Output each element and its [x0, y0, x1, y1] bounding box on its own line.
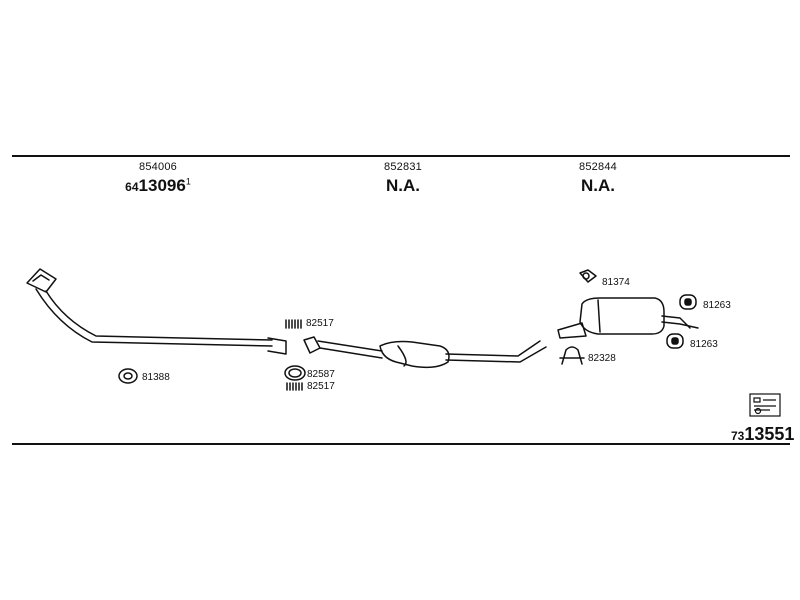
part-number: 852831: [384, 161, 422, 173]
part-header-center-muffler: 852831 N.A.: [384, 161, 422, 195]
component-sheet-icon: [749, 393, 781, 417]
front-pipe: [26, 268, 287, 355]
gasket-ring: [284, 365, 306, 381]
spring-clamp-bottom: [286, 382, 303, 391]
callout-hanger: 81374: [602, 277, 630, 288]
part-number: 854006: [139, 161, 177, 173]
callout-gasket-ring: 82587: [307, 369, 335, 380]
part-header-front-pipe: 854006 64130961: [125, 161, 191, 195]
callout-spring-clamp-top: 82517: [306, 318, 334, 329]
callout-rubber-mount-top: 81263: [703, 300, 731, 311]
part-header-rear-muffler: 852844 N.A.: [579, 161, 617, 195]
callout-rubber-mount-bottom: 81263: [690, 339, 718, 350]
callout-u-clamp: 82328: [588, 353, 616, 364]
part-number: 852844: [579, 161, 617, 173]
callout-seal-ring: 81388: [142, 372, 170, 383]
rear-muffler: [557, 297, 699, 339]
spring-clamp-top: [285, 319, 302, 329]
callout-spring-clamp-bottom: 82517: [307, 381, 335, 392]
part-code: N.A.: [581, 176, 615, 195]
rubber-mount-bottom: [666, 333, 684, 349]
hanger: [579, 269, 597, 283]
top-divider: [12, 155, 790, 157]
part-code: 64130961: [125, 176, 191, 195]
bottom-divider: [12, 443, 790, 445]
reference-number: 7313551: [731, 424, 795, 444]
seal-ring: [118, 368, 138, 384]
center-pipe-muffler: [303, 336, 547, 369]
u-clamp: [559, 346, 585, 365]
part-code: N.A.: [386, 176, 420, 195]
rubber-mount-top: [679, 294, 697, 310]
